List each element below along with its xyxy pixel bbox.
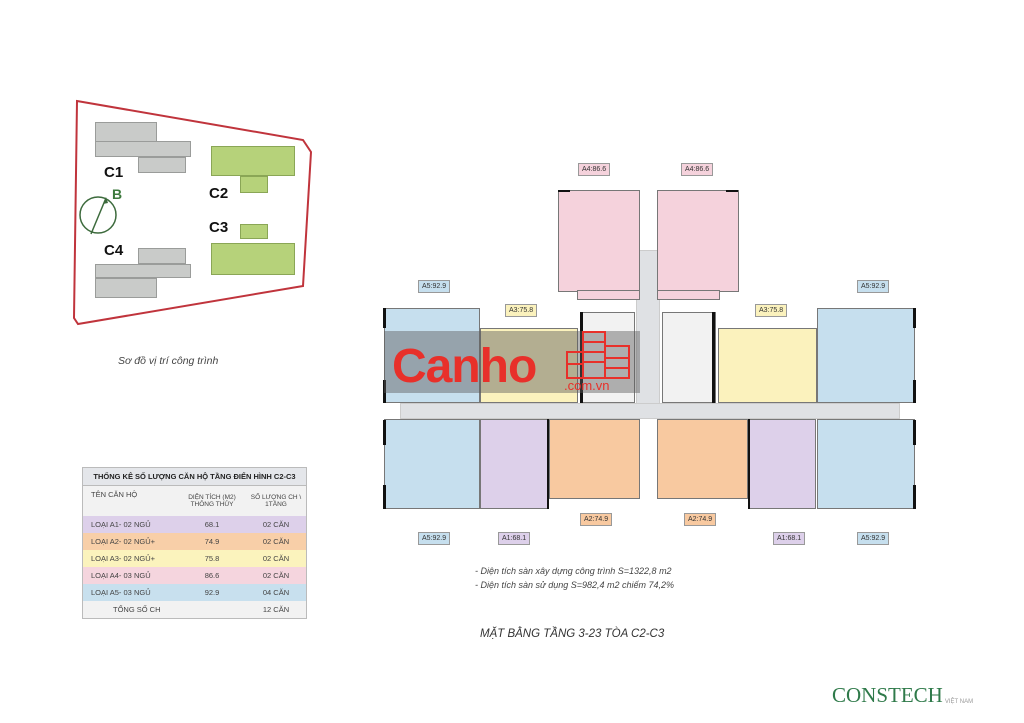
label-a1-right: A1:68.1 (773, 532, 806, 545)
logo-name: CONSTECH (832, 683, 943, 707)
table-row: LOẠI A2- 02 NGỦ+ 74.9 02 CĂN (83, 533, 306, 550)
stats-table: THỐNG KÊ SỐ LƯỢNG CĂN HỘ TẦNG ĐIỂN HÌNH … (82, 467, 307, 619)
row-area: 74.9 (204, 537, 220, 546)
label-a5-top-right: A5:92.9 (857, 280, 890, 293)
unit-a5-top-right (817, 308, 915, 403)
building-c4-part (95, 264, 191, 278)
row-count: 02 CĂN (262, 571, 290, 580)
building-c2-part (240, 176, 268, 193)
unit-a3-left (480, 328, 578, 403)
row-name: LOẠI A3- 02 NGỦ+ (91, 554, 155, 563)
building-c3-part (240, 224, 268, 239)
building-c2-part (211, 146, 295, 176)
building-logo-icon (566, 331, 630, 379)
label-c1: C1 (104, 164, 124, 181)
constech-logo: CONSTECH VIỆT NAM (832, 683, 973, 708)
row-count: 02 CĂN (262, 537, 290, 546)
building-c4-part (138, 248, 186, 264)
watermark-brand: Canho (392, 340, 537, 393)
row-count: 02 CĂN (262, 554, 290, 563)
row-area: 75.8 (204, 554, 220, 563)
label-c2: C2 (209, 185, 229, 202)
unit-a4-left-balcony (577, 290, 640, 300)
corridor-vertical (636, 250, 660, 415)
row-count: 02 CĂN (262, 520, 290, 529)
row-area: 86.6 (204, 571, 220, 580)
total-label: TỔNG SỐ CH (113, 605, 161, 614)
unit-a2-left (549, 419, 640, 499)
row-area: 68.1 (204, 520, 220, 529)
label-c4: C4 (104, 242, 124, 259)
unit-a5-bottom-left (384, 419, 480, 509)
header-area: DIỆN TÍCH (M2) THÔNG THỦY (188, 494, 236, 508)
label-a5-bottom-right: A5:92.9 (857, 532, 890, 545)
site-boundary (72, 99, 313, 326)
header-count: SỐ LƯỢNG CH \ 1TẦNG (250, 494, 302, 508)
unit-a2-right (657, 419, 748, 499)
building-c4-part (95, 278, 157, 298)
row-name: LOẠI A1- 02 NGỦ (91, 520, 151, 529)
header-name: TÊN CĂN HỘ (91, 490, 138, 499)
floor-plan-title: MẶT BẰNG TẦNG 3-23 TÒA C2-C3 (480, 628, 665, 640)
unit-a1-right (748, 419, 816, 509)
logo-sub: VIỆT NAM (944, 699, 974, 705)
table-total-row: TỔNG SỐ CH 12 CĂN (83, 601, 306, 618)
building-c1-part (95, 141, 191, 157)
label-a2-right: A2:74.9 (684, 513, 717, 526)
compass-label: B (112, 186, 123, 202)
total-count: 12 CĂN (262, 605, 290, 614)
stats-table-title: THỐNG KÊ SỐ LƯỢNG CĂN HỘ TẦNG ĐIỂN HÌNH … (83, 468, 306, 486)
table-row: LOẠI A5- 03 NGỦ 92.9 04 CĂN (83, 584, 306, 601)
label-a4-left: A4:86.6 (578, 163, 611, 176)
unit-a5-top-left (384, 308, 480, 403)
table-row: LOẠI A1- 02 NGỦ 68.1 02 CĂN (83, 516, 306, 533)
unit-a4-left (558, 190, 640, 292)
note-usable-area: - Diện tích sàn sử dụng S=982,4 m2 chiếm… (475, 580, 675, 590)
row-name: LOẠI A2- 02 NGỦ+ (91, 537, 155, 546)
note-construction-area: - Diện tích sàn xây dựng công trình S=13… (475, 566, 672, 576)
row-name: LOẠI A4- 03 NGỦ (91, 571, 151, 580)
row-count: 04 CĂN (262, 588, 290, 597)
building-c1-part (138, 157, 186, 173)
unit-a4-right-balcony (657, 290, 720, 300)
label-a5-top-left: A5:92.9 (418, 280, 451, 293)
label-a5-bottom-left: A5:92.9 (418, 532, 451, 545)
corridor-horizontal (400, 403, 900, 419)
label-a3-left: A3:75.8 (505, 304, 538, 317)
row-name: LOẠI A5- 03 NGỦ (91, 588, 151, 597)
row-area: 92.9 (204, 588, 220, 597)
label-a2-left: A2:74.9 (580, 513, 613, 526)
building-c1-part (95, 122, 157, 142)
unit-a3-right (718, 328, 817, 403)
core-right (662, 312, 716, 403)
unit-a1-left (480, 419, 548, 509)
unit-a5-bottom-right (817, 419, 915, 509)
table-row: LOẠI A3- 02 NGỦ+ 75.8 02 CĂN (83, 550, 306, 567)
watermark-domain: .com.vn (564, 378, 610, 393)
label-a1-left: A1:68.1 (498, 532, 531, 545)
unit-a4-right (657, 190, 739, 292)
table-row: LOẠI A4- 03 NGỦ 86.6 02 CĂN (83, 567, 306, 584)
site-plan-caption: Sơ đồ vị trí công trình (118, 355, 219, 367)
label-c3: C3 (209, 219, 229, 236)
label-a4-right: A4:86.6 (681, 163, 714, 176)
compass-icon (79, 196, 117, 234)
building-c3-part (211, 243, 295, 275)
label-a3-right: A3:75.8 (755, 304, 788, 317)
